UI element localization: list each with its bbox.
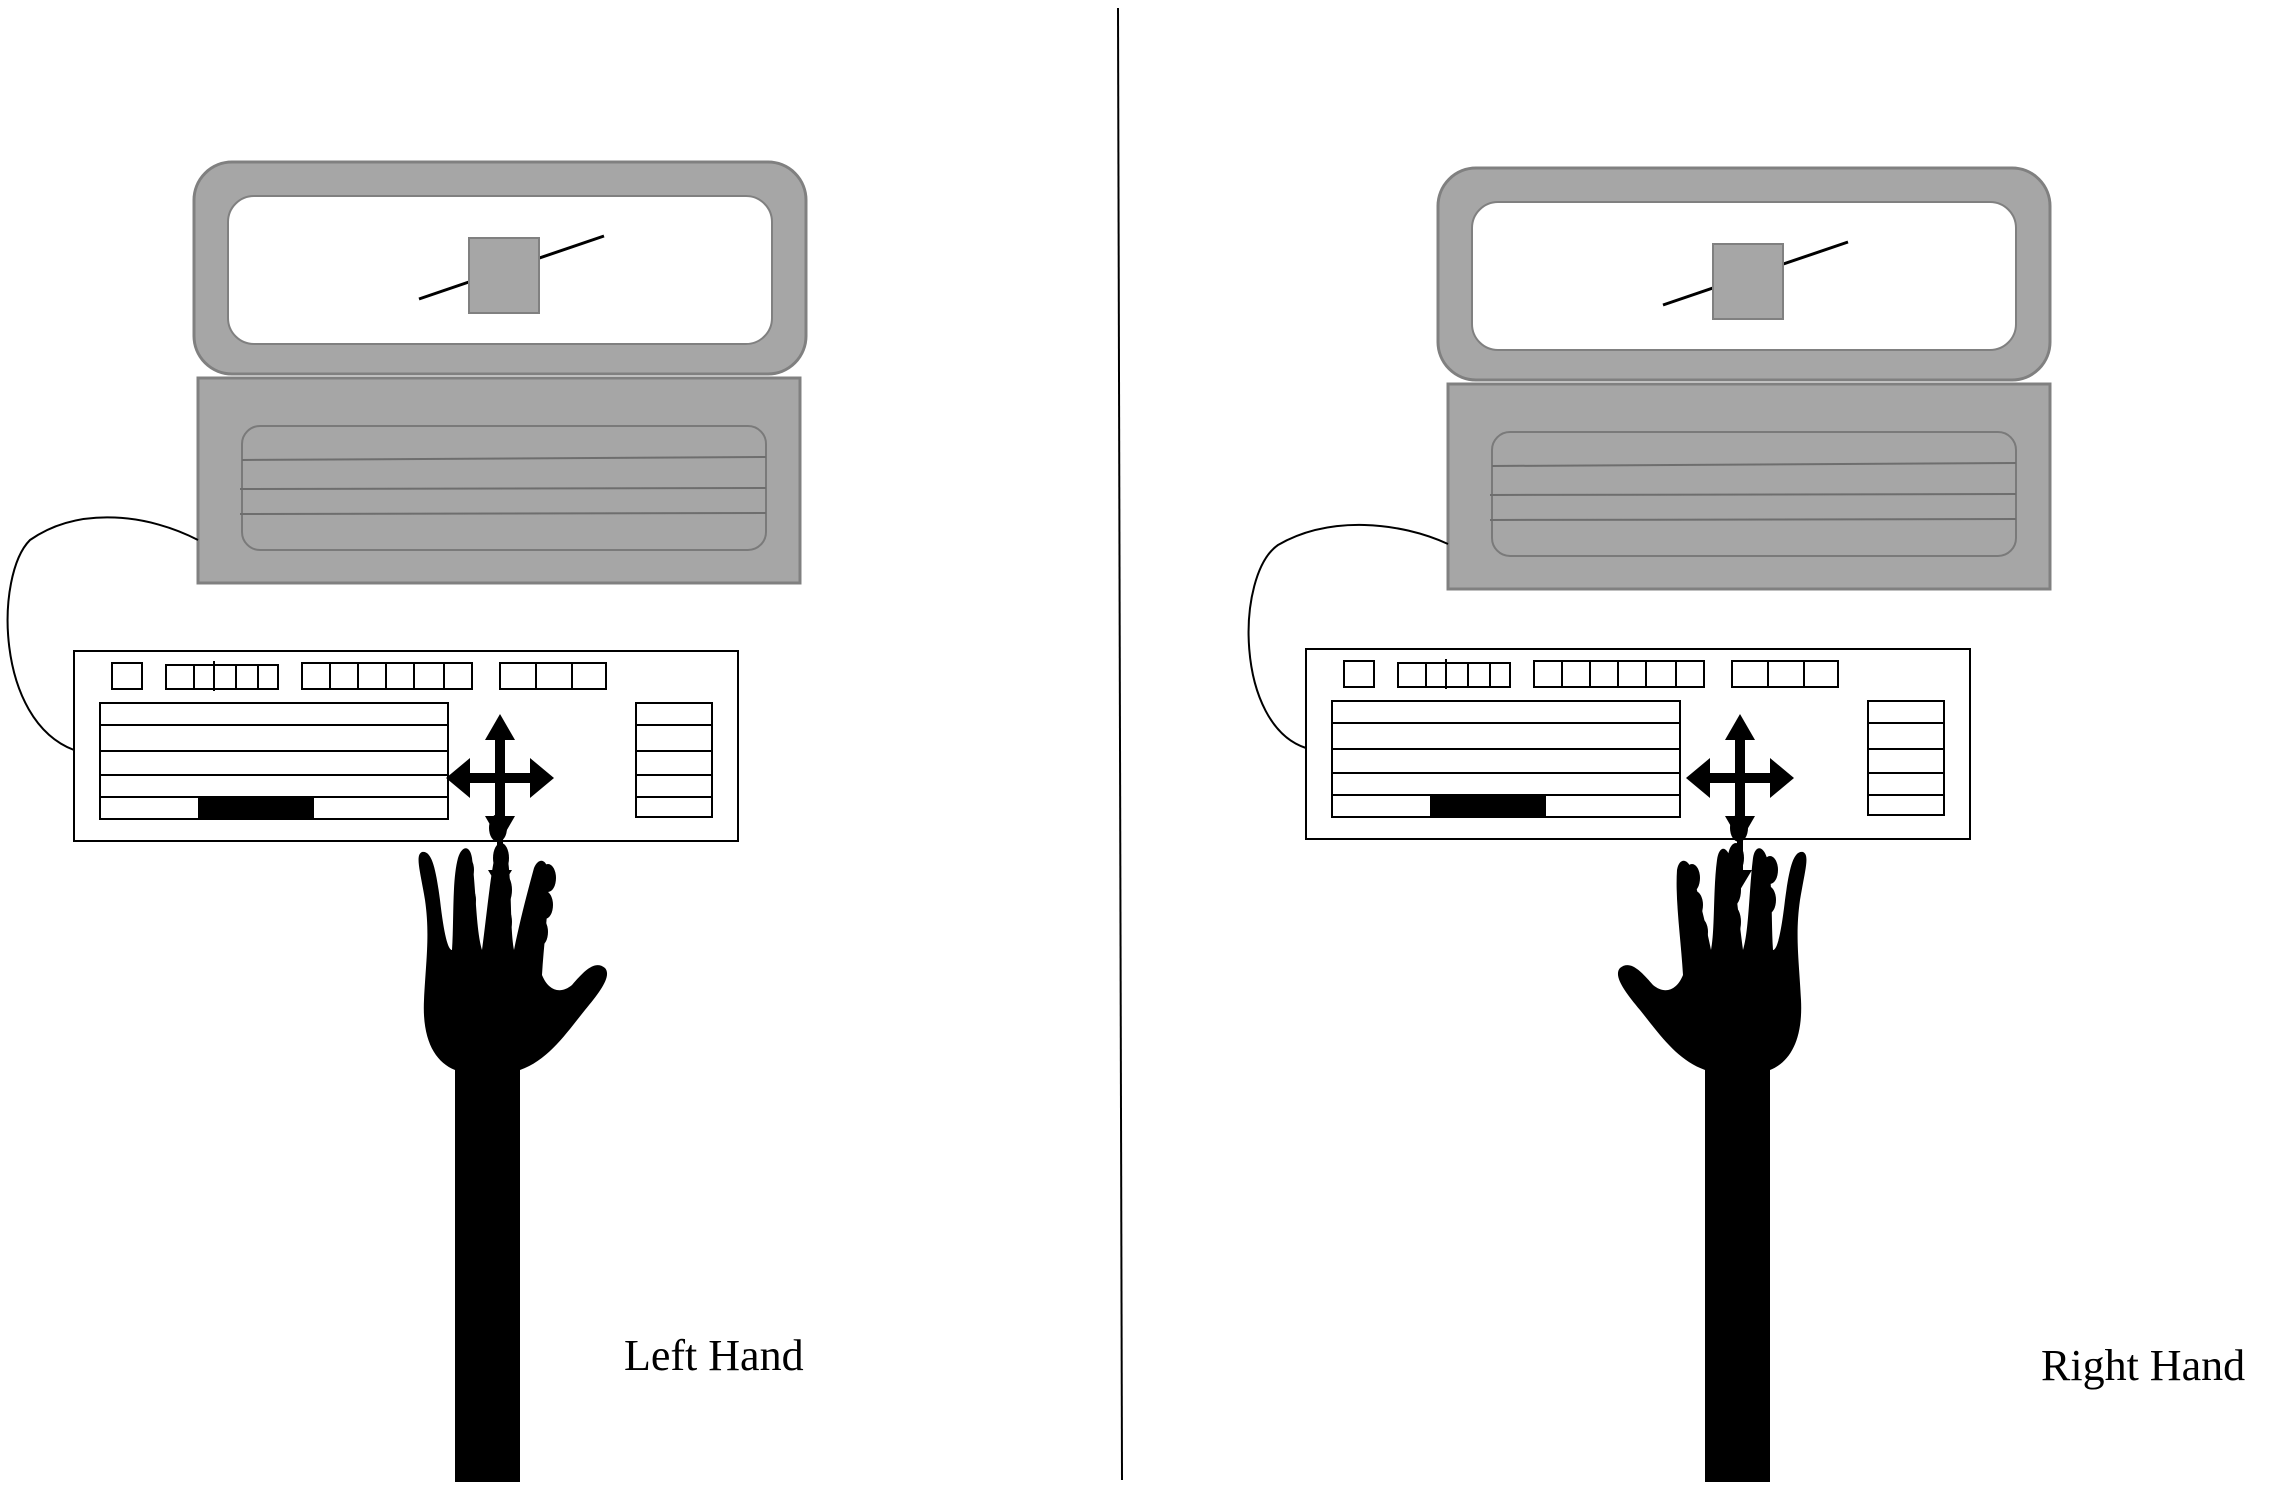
hand-fingers [1684, 814, 1778, 946]
left-panel [6, 160, 808, 1482]
hand-fingers [458, 814, 556, 946]
keyboard-icon [1305, 648, 1971, 840]
keyboard-cable [1247, 524, 1449, 749]
monitor-icon [1436, 166, 2052, 382]
right-hand-label: Right Hand [2041, 1341, 2246, 1390]
left-hand-label: Left Hand [624, 1331, 804, 1380]
cpu-icon [1446, 382, 2052, 591]
arm [455, 1070, 520, 1482]
arm [1705, 1070, 1770, 1482]
right-panel [1247, 166, 2052, 1482]
monitor-icon [192, 160, 808, 376]
keyboard-icon [73, 650, 739, 842]
keyboard-cable [6, 516, 199, 751]
cpu-icon [196, 376, 802, 585]
panel-divider [1117, 7, 1123, 1481]
